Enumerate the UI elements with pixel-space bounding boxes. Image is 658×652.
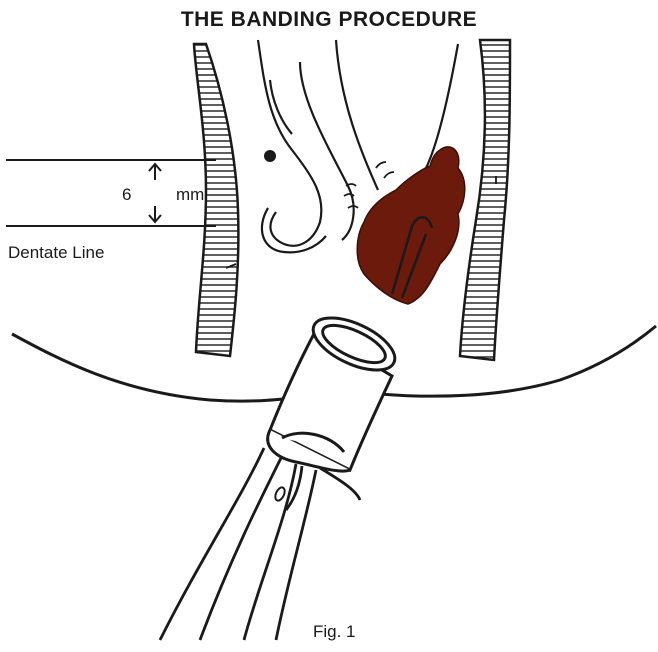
ligator-barrel [268, 307, 403, 471]
measurement-unit: mm [176, 185, 204, 205]
gland-dot [264, 150, 276, 162]
figure-caption: Fig. 1 [313, 622, 356, 642]
applicator-handles [160, 448, 360, 640]
measurement-value: 6 [122, 185, 131, 205]
dentate-line-label: Dentate Line [8, 243, 104, 263]
right-canal-wall [460, 40, 510, 360]
handle-hole [273, 486, 286, 502]
figure-title: THE BANDING PROCEDURE [0, 8, 658, 32]
